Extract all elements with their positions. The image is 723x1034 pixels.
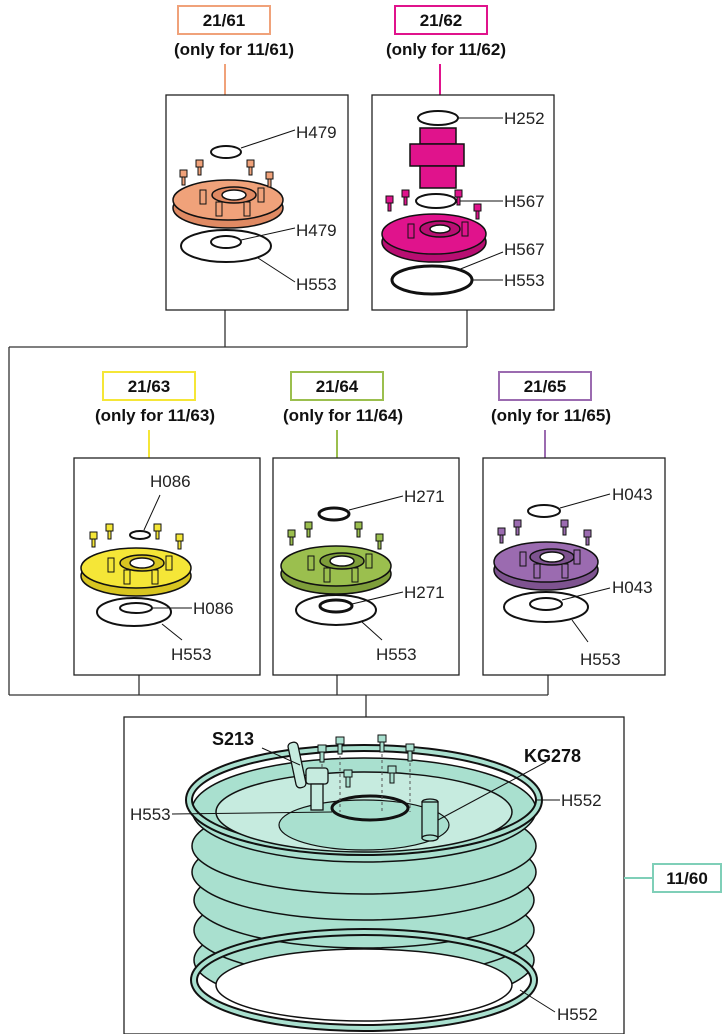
part-label: H086	[193, 599, 234, 618]
bolts	[317, 734, 415, 788]
flange	[80, 547, 192, 597]
o-ring	[527, 504, 561, 518]
bolts	[385, 189, 482, 220]
kit-code: 21/62	[420, 11, 463, 30]
part-label: H043	[612, 578, 653, 597]
valve	[287, 741, 329, 811]
part-label: H271	[404, 487, 445, 506]
bolts	[89, 523, 184, 550]
part-label: H567	[504, 192, 545, 211]
kit-code: 21/65	[524, 377, 567, 396]
part-label: H552	[557, 1005, 598, 1024]
seal-ring	[295, 594, 377, 626]
seal-ring	[96, 597, 172, 627]
kit-box	[371, 94, 555, 311]
center-seal	[330, 794, 410, 822]
o-ring	[129, 530, 151, 540]
part-label: H552	[561, 791, 602, 810]
part-label: H553	[171, 645, 212, 664]
part-label: H271	[404, 583, 445, 602]
flange	[172, 179, 284, 229]
kit-21-64: 21/64 (only for 11/64) H271 H271 H553	[272, 371, 460, 676]
kit-note: (only for 11/62)	[386, 40, 506, 59]
kit-21-61: 21/61 (only for 11/61) H479	[165, 5, 349, 311]
threaded-nipple	[409, 127, 465, 189]
flange	[493, 541, 599, 591]
kit-code: 21/64	[316, 377, 359, 396]
part-label: H479	[296, 221, 337, 240]
fitting	[421, 798, 439, 842]
part-label: H479	[296, 123, 337, 142]
kit-tag-box	[498, 371, 592, 401]
kit-tag-box	[102, 371, 196, 401]
bolts	[287, 521, 384, 550]
part-label: H567	[504, 240, 545, 259]
assembly-code: 11/60	[666, 869, 708, 888]
bolts	[497, 519, 592, 546]
kit-21-65: 21/65 (only for 11/65) H043 H043 H553	[482, 371, 666, 676]
connector-lines	[8, 310, 549, 717]
part-label: H553	[130, 805, 171, 824]
o-ring	[210, 235, 242, 249]
kit-note: (only for 11/63)	[95, 406, 215, 425]
kit-21-63: 21/63 (only for 11/63) H086 H086 H553	[73, 371, 261, 676]
kit-21-62: 21/62 (only for 11/62)	[371, 5, 555, 311]
o-ring	[317, 506, 351, 522]
kit-label: KG278	[524, 746, 581, 766]
part-label: H553	[504, 271, 545, 290]
kit-note: (only for 11/61)	[174, 40, 294, 59]
kit-code: 21/63	[128, 377, 171, 396]
o-ring	[529, 597, 563, 611]
flange	[280, 545, 392, 595]
o-ring	[210, 145, 242, 159]
seal-ring	[503, 591, 589, 623]
flange	[381, 213, 487, 263]
part-label: H043	[612, 485, 653, 504]
part-label: H553	[580, 650, 621, 669]
main-assembly: S213 KG278 H553 H552 H552 11/60	[123, 716, 722, 1034]
part-label: H553	[296, 275, 337, 294]
part-label: H086	[150, 472, 191, 491]
kit-tag-box	[290, 371, 384, 401]
kit-tag-box	[394, 5, 488, 35]
kit-note: (only for 11/64)	[283, 406, 403, 425]
seal-ring	[180, 229, 272, 263]
bolts	[179, 159, 274, 188]
assembly-tag-box	[652, 863, 722, 893]
kit-code: 21/61	[203, 11, 246, 30]
o-ring	[318, 598, 354, 614]
part-label: H553	[376, 645, 417, 664]
kit-note: (only for 11/65)	[491, 406, 611, 425]
valve-label: S213	[212, 729, 254, 749]
part-label: H252	[504, 109, 545, 128]
kit-tag-box	[177, 5, 271, 35]
